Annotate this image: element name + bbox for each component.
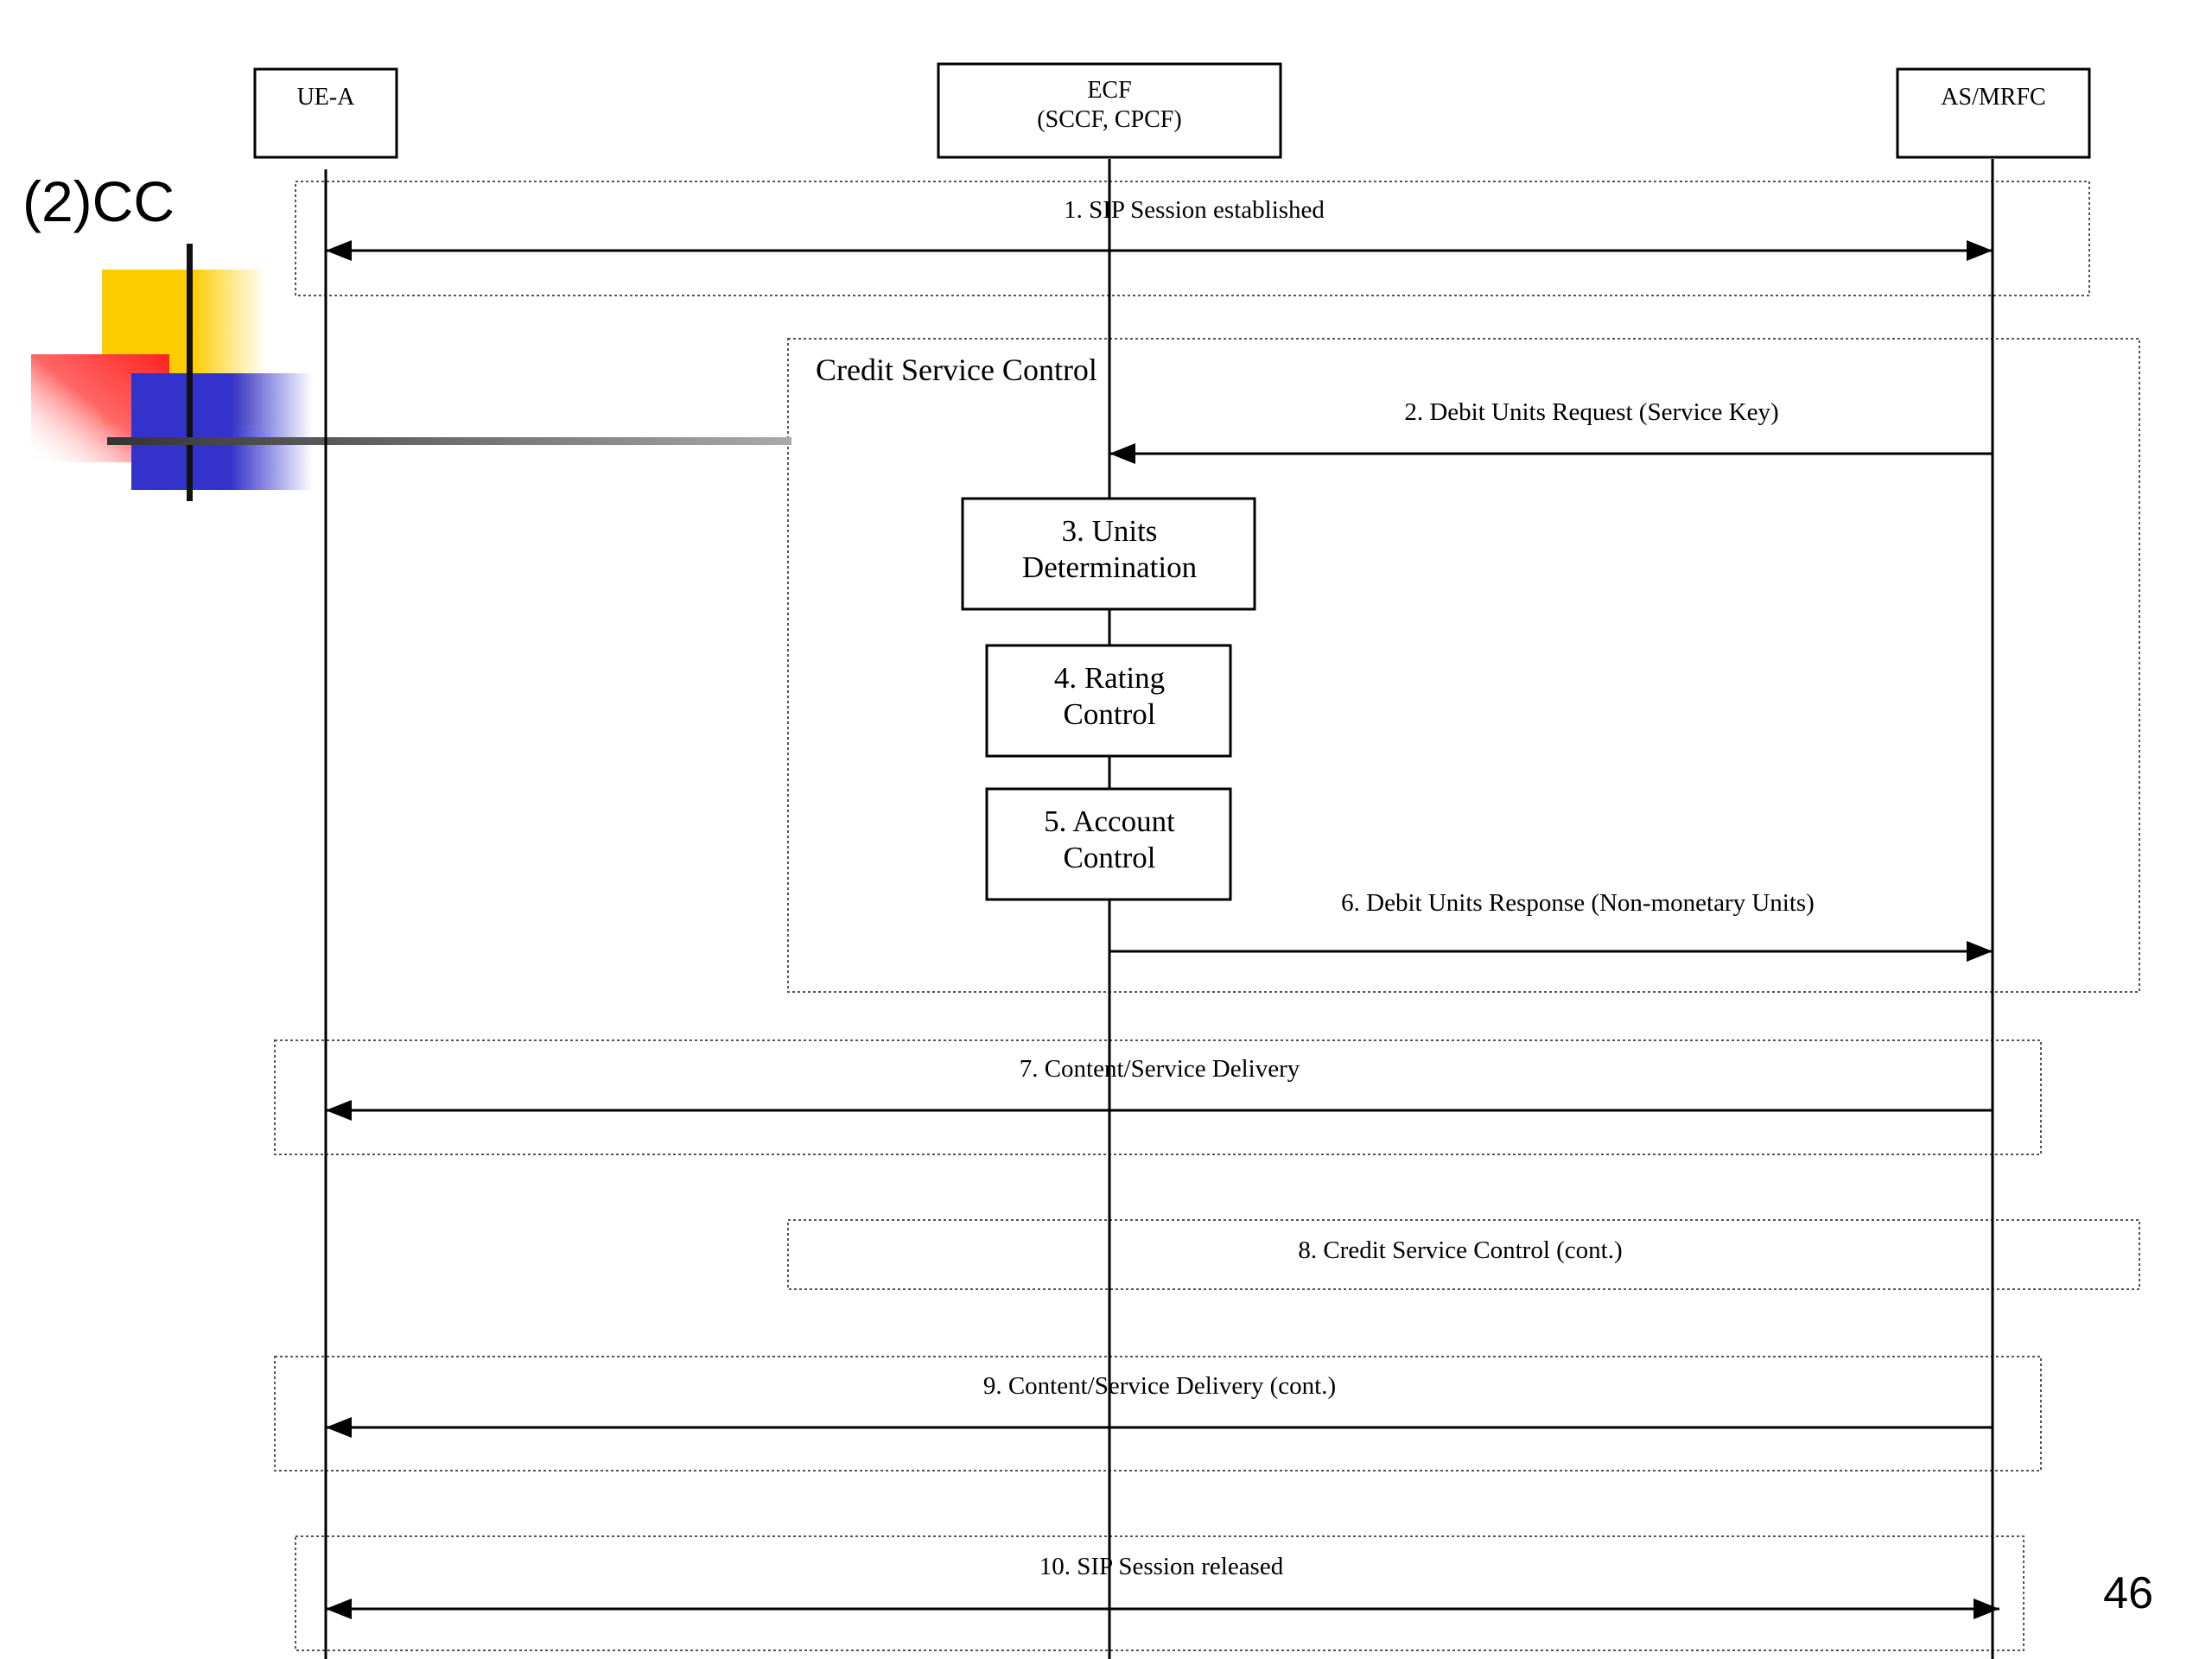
frame-credit-service-control-cont-label: 8. Credit Service Control (cont.) (1298, 1236, 1622, 1264)
frame-msg10 (295, 1535, 2024, 1651)
frame-msg9 (274, 1356, 2042, 1471)
process-box-rating-control: 4. Rating Control (985, 644, 1232, 758)
frame-credit-service-control (787, 338, 2140, 993)
participant-ecf-subtitle: (SCCF, CPCF) (1037, 106, 1181, 133)
participant-as-label: AS/MRFC (1941, 84, 2045, 111)
deco-horizontal-bar (107, 437, 791, 445)
participant-ue-label: UE-A (297, 84, 356, 111)
participant-as: AS/MRFC (1896, 67, 2091, 159)
process-box-units-determination: 3. Units Determination (961, 497, 1256, 611)
process-box-3-line1: 5. Account (1044, 804, 1175, 838)
message-10-label: 10. SIP Session released (1039, 1553, 1284, 1580)
message-6-label: 6. Debit Units Response (Non-monetary Un… (1341, 889, 1815, 917)
process-box-1-line2: Determination (1022, 550, 1197, 584)
message-9-label: 9. Content/Service Delivery (cont.) (983, 1372, 1336, 1400)
message-7-label: 7. Content/Service Delivery (1020, 1055, 1300, 1083)
frame-credit-service-control-cont (787, 1219, 2140, 1290)
message-1-label: 1. SIP Session established (1064, 196, 1325, 224)
participant-ue: UE-A (253, 67, 398, 159)
message-2-label: 2. Debit Units Request (Service Key) (1404, 398, 1778, 426)
process-box-3-line2: Control (1064, 841, 1156, 874)
process-box-account-control: 5. Account Control (985, 787, 1232, 901)
slide-title: (2)CC (22, 169, 175, 233)
participant-ecf-label: ECF (1087, 77, 1131, 104)
frame-msg1 (295, 181, 2090, 296)
frame-msg7 (274, 1039, 2042, 1155)
process-box-1-line1: 3. Units (1062, 514, 1158, 548)
participant-ecf: ECF (SCCF, CPCF) (937, 62, 1282, 159)
frame-credit-service-control-label: Credit Service Control (816, 353, 1097, 387)
page-number: 46 (2103, 1568, 2153, 1618)
process-box-2-line2: Control (1064, 697, 1156, 731)
process-box-2-line1: 4. Rating (1054, 661, 1165, 695)
